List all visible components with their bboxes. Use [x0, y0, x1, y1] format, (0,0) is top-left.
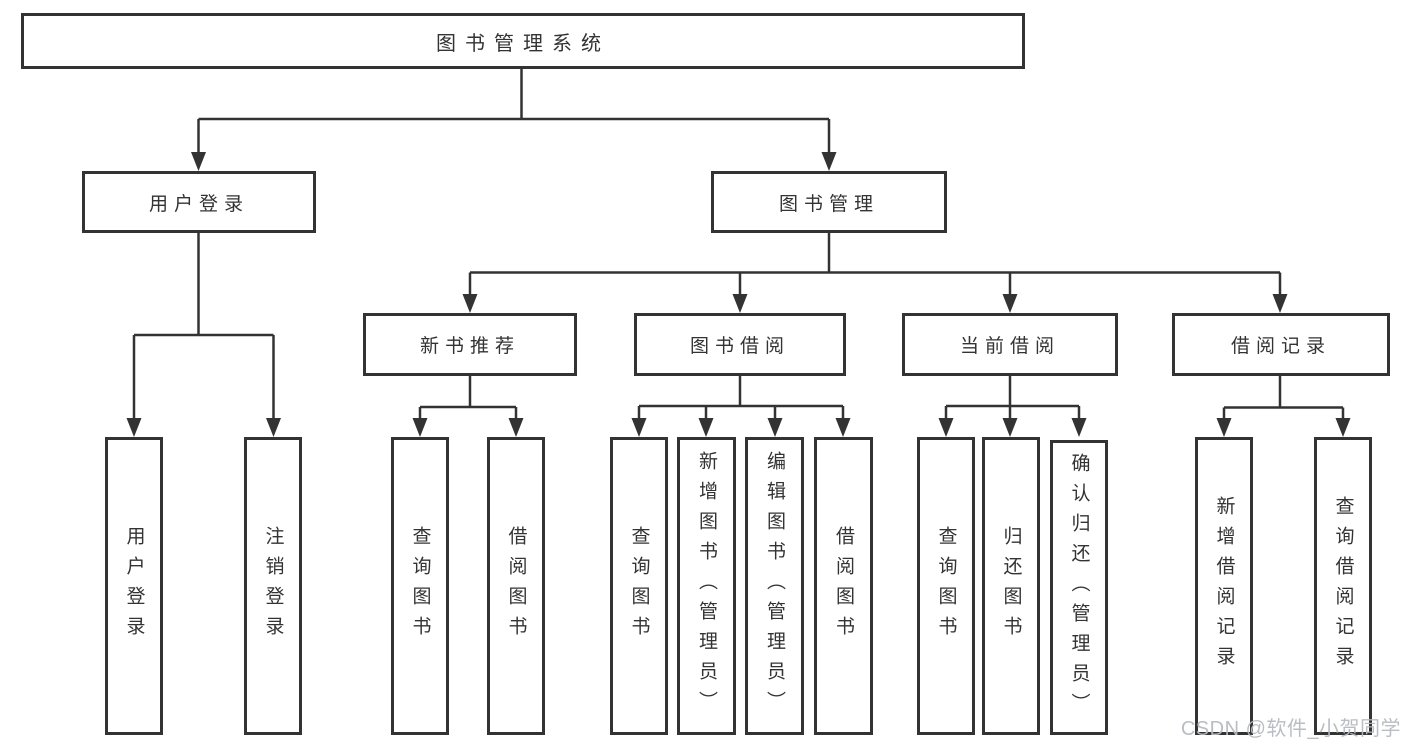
leaf-user-login-label: 用户登录: [123, 526, 145, 646]
node-root-label: 图书管理系统: [436, 32, 610, 55]
leaf-return-books-label: 归还图书: [1000, 526, 1022, 646]
leaf-query-borrow-record: 查询借阅记录: [1314, 437, 1372, 735]
leaf-query-books-current: 查询图书: [917, 437, 975, 735]
node-current-borrowing: 当前借阅: [902, 313, 1118, 376]
arrowheads: [126, 152, 1351, 437]
leaf-query-books-recommend: 查询图书: [391, 437, 449, 735]
node-borrowing-records-label: 借阅记录: [1230, 336, 1331, 357]
leaf-logout-label: 注销登录: [262, 526, 284, 646]
node-book-borrowing: 图书借阅: [634, 313, 846, 376]
node-new-book-recommendation-label: 新书推荐: [419, 336, 520, 357]
leaf-edit-books-admin-label: 编辑图书（管理员）: [764, 451, 785, 721]
leaf-logout: 注销登录: [244, 437, 302, 735]
leaf-borrow-books-borrowing: 借阅图书: [814, 437, 873, 735]
node-current-borrowing-label: 当前借阅: [959, 336, 1060, 357]
leaf-add-borrow-record: 新增借阅记录: [1195, 437, 1253, 735]
node-borrowing-records: 借阅记录: [1172, 313, 1390, 376]
watermark: CSDN @软件_小贺同学: [1180, 718, 1401, 740]
leaf-confirm-return-admin-label: 确认归还（管理员）: [1068, 452, 1090, 723]
node-book-management-label: 图书管理: [778, 193, 879, 215]
node-book-management: 图书管理: [711, 171, 947, 233]
leaf-add-borrow-record-label: 新增借阅记录: [1213, 496, 1235, 676]
node-user-login: 用户登录: [82, 171, 316, 233]
leaf-borrow-books-recommend: 借阅图书: [487, 437, 545, 735]
leaf-confirm-return-admin: 确认归还（管理员）: [1050, 440, 1108, 735]
leaf-edit-books-admin: 编辑图书（管理员）: [745, 437, 804, 735]
leaf-borrow-books-recommend-label: 借阅图书: [505, 526, 527, 646]
node-book-borrowing-label: 图书借阅: [689, 336, 790, 357]
leaf-user-login: 用户登录: [105, 437, 163, 735]
leaf-query-books-borrowing: 查询图书: [610, 437, 668, 735]
node-new-book-recommendation: 新书推荐: [363, 313, 577, 376]
leaf-query-borrow-record-label: 查询借阅记录: [1332, 496, 1354, 676]
leaf-query-books-current-label: 查询图书: [935, 526, 957, 646]
node-user-login-label: 用户登录: [148, 193, 249, 215]
leaf-query-books-recommend-label: 查询图书: [409, 526, 431, 646]
leaf-borrow-books-borrowing-label: 借阅图书: [833, 526, 854, 646]
leaf-return-books: 归还图书: [982, 437, 1040, 735]
leaf-query-books-borrowing-label: 查询图书: [628, 526, 650, 646]
node-root: 图书管理系统: [21, 13, 1025, 69]
leaf-add-books-admin: 新增图书（管理员）: [677, 437, 736, 735]
leaf-add-books-admin-label: 新增图书（管理员）: [696, 451, 717, 721]
